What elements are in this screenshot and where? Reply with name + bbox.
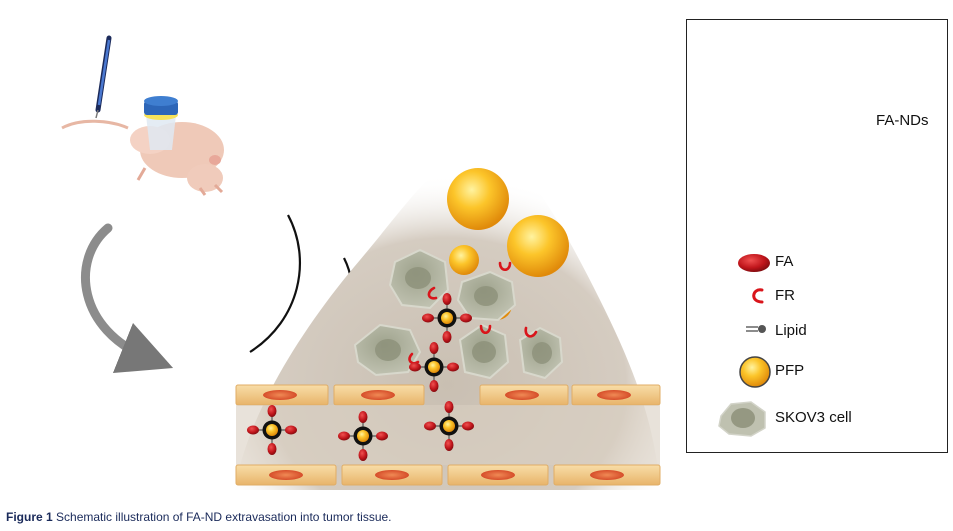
cell-nuclei	[375, 267, 552, 364]
fa-nd-particle	[409, 342, 459, 392]
fa-nd-particle	[247, 405, 297, 455]
fa-nd-particle	[338, 411, 388, 461]
legend-label-lipid: Lipid	[775, 322, 807, 339]
figure-caption-prefix: Figure 1	[6, 510, 53, 524]
legend-fa-icon	[738, 254, 770, 272]
fa-nd-particles	[247, 293, 474, 461]
vial-icon	[144, 96, 178, 150]
legend-box	[686, 19, 948, 453]
mouse-icon	[61, 119, 224, 196]
legend-label-fa-nds: FA-NDs	[876, 112, 929, 129]
legend-label-fr: FR	[775, 287, 795, 304]
fa-nd-particle	[424, 401, 474, 451]
curved-arrow-icon	[81, 223, 174, 374]
mouse-injection-group	[61, 35, 224, 196]
blood-vessel-top	[235, 384, 661, 406]
figure-caption: Figure 1 Schematic illustration of FA-ND…	[6, 510, 392, 524]
legend-label-skov3-cell: SKOV3 cell	[775, 409, 852, 426]
syringe-icon	[95, 35, 112, 119]
blood-vessel-bottom	[235, 464, 661, 486]
legend-lipid-icon	[746, 325, 766, 333]
legend-label-fa: FA	[775, 253, 794, 270]
legend-pfp-icon	[739, 356, 771, 388]
pfp-bubble	[447, 168, 509, 230]
pfp-bubble	[507, 215, 569, 277]
legend-skov3-cell-icon	[718, 401, 766, 437]
legend-label-pfp: PFP	[775, 362, 805, 379]
pfp-bubble	[449, 245, 479, 275]
legend-fr-icon	[752, 288, 764, 304]
figure-caption-text: Schematic illustration of FA-ND extravas…	[56, 510, 392, 524]
fa-nd-particle	[422, 293, 472, 343]
